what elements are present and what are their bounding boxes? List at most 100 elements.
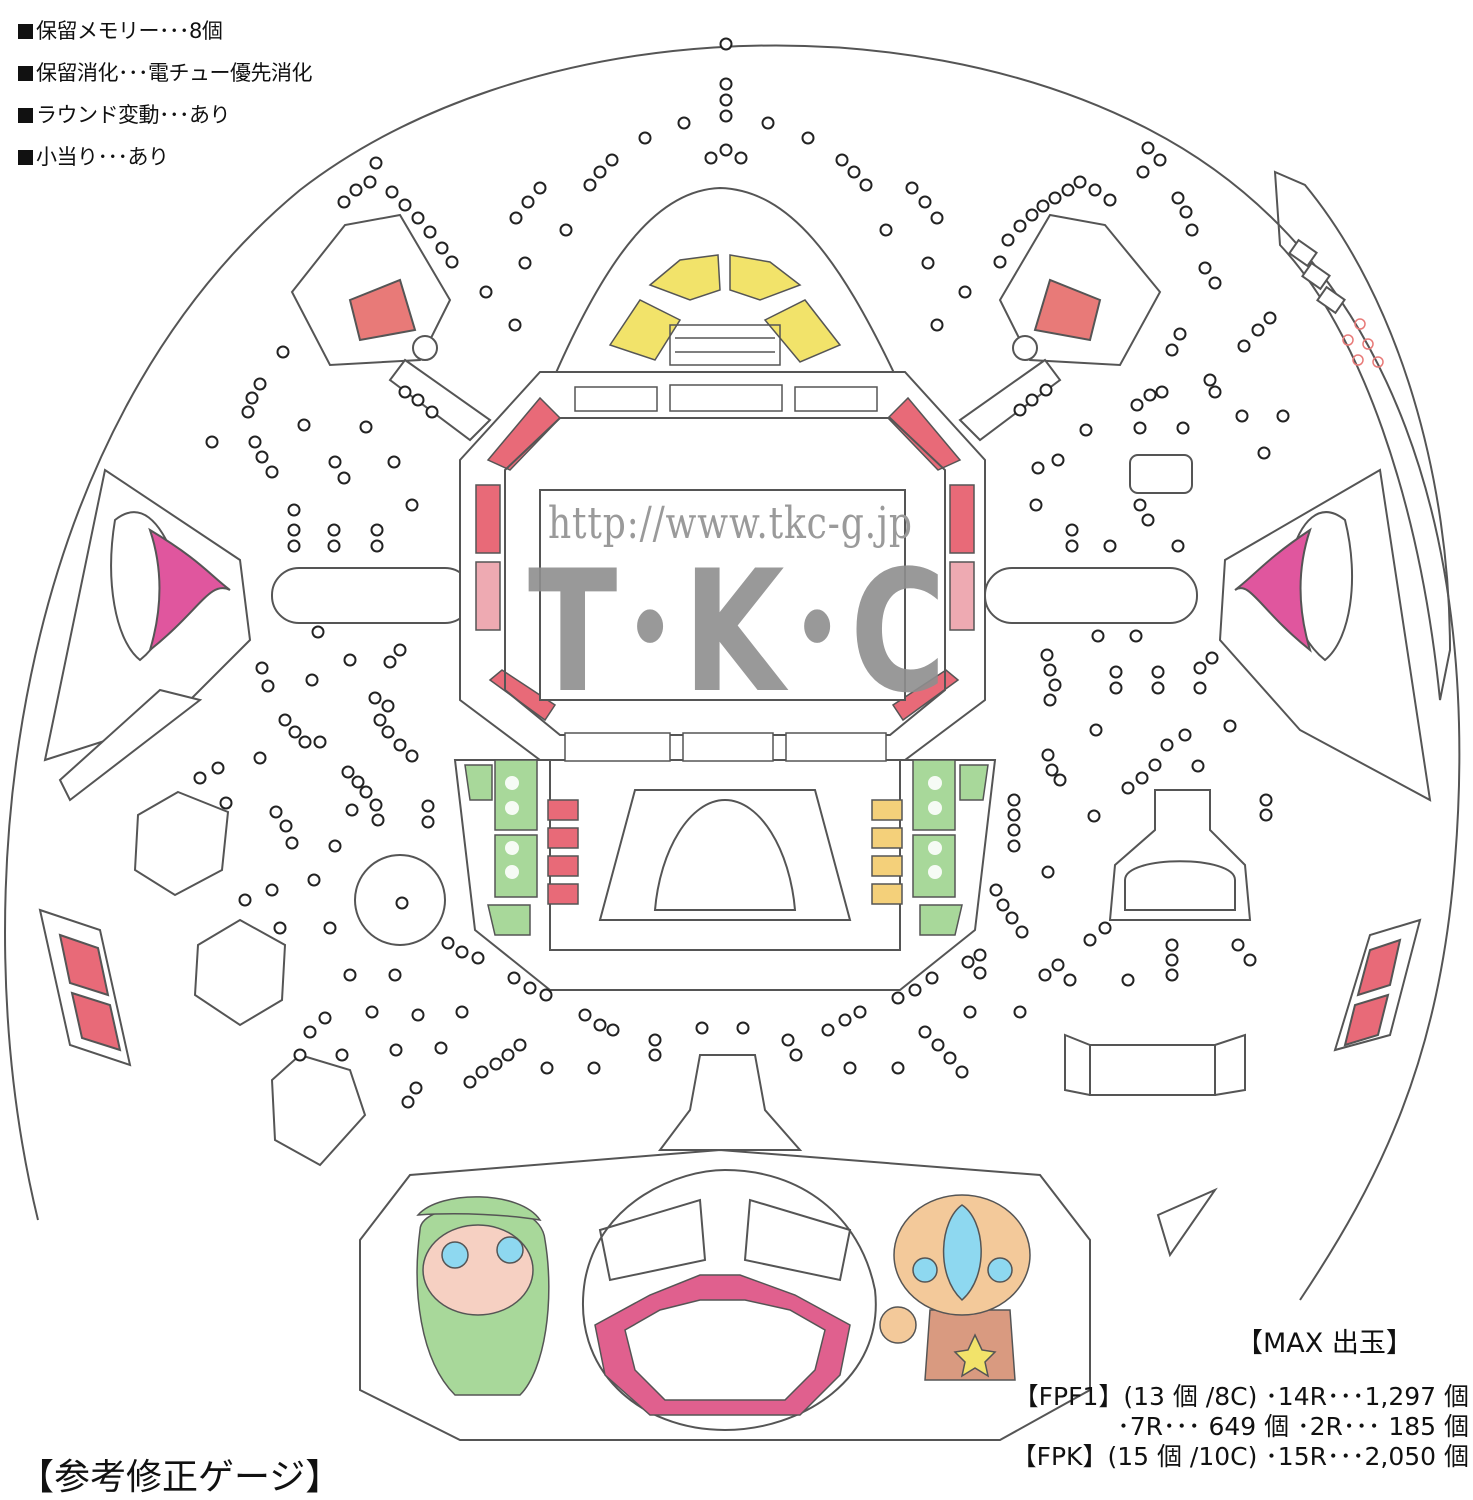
- nail-pin: [1007, 823, 1021, 837]
- stage-side-lamps: [547, 799, 903, 905]
- nail-pin: [1193, 661, 1207, 675]
- lcd-bezel: [504, 417, 946, 736]
- nail-pin: [961, 955, 975, 969]
- nail-pin: [298, 735, 312, 749]
- nail-pin: [455, 1005, 469, 1019]
- nail-pin: [508, 318, 522, 332]
- nail-pin: [719, 143, 733, 157]
- nail-pin: [996, 898, 1010, 912]
- nail-pin: [1063, 973, 1077, 987]
- nail-pin: [719, 93, 733, 107]
- nail-pin: [1133, 421, 1147, 435]
- nail-pin: [211, 761, 225, 775]
- nail-pin: [363, 175, 377, 189]
- nail-pin: [297, 418, 311, 432]
- orange-character: [879, 1194, 1031, 1381]
- nail-pin: [989, 883, 1003, 897]
- nail-pin: [1109, 681, 1123, 695]
- nail-pin: [1109, 665, 1123, 679]
- nail-pin: [1065, 523, 1079, 537]
- nail-pin: [1151, 665, 1165, 679]
- nail-pin: [1198, 261, 1212, 275]
- nail-pin: [931, 1038, 945, 1052]
- nail-pin: [303, 1025, 317, 1039]
- nail-pin: [313, 735, 327, 749]
- nail-pin: [381, 699, 395, 713]
- nail-pin: [370, 523, 384, 537]
- nail-pin: [1133, 498, 1147, 512]
- nail-pin: [345, 803, 359, 817]
- nail-pin: [1051, 958, 1065, 972]
- nail-pin: [513, 1038, 527, 1052]
- nail-pin: [1191, 759, 1205, 773]
- stage-arch: [598, 789, 852, 921]
- nail-pin: [781, 1033, 795, 1047]
- nail-pin: [279, 819, 293, 833]
- nail-pin: [559, 223, 573, 237]
- nail-pin: [1007, 808, 1021, 822]
- nail-pin: [1259, 793, 1273, 807]
- nail-pin: [539, 988, 553, 1002]
- nail-pin: [891, 1061, 905, 1075]
- nail-pin: [265, 465, 279, 479]
- nail-pin: [955, 1065, 969, 1079]
- nail-pin: [1223, 719, 1237, 733]
- right-bar: [984, 567, 1198, 624]
- nail-pin: [958, 285, 972, 299]
- nail-pin: [293, 1048, 307, 1062]
- right-start-device: [1064, 454, 1252, 1258]
- nail-pin: [853, 1005, 867, 1019]
- lcd-screen: [539, 489, 906, 701]
- nail-pin: [1208, 385, 1222, 399]
- gauge-section-title: 【参考修正ゲージ】: [18, 1457, 342, 1498]
- nail-pin: [963, 1005, 977, 1019]
- nail-pin: [434, 1041, 448, 1055]
- nail-pin: [359, 420, 373, 434]
- nail-pin: [1007, 793, 1021, 807]
- nail-pin: [521, 195, 535, 209]
- nail-pin: [1051, 453, 1065, 467]
- nail-pin: [401, 1095, 415, 1109]
- nail-pin: [398, 385, 412, 399]
- nail-pin: [369, 798, 383, 812]
- nail-pin: [327, 539, 341, 553]
- frame-top-slots: [574, 384, 878, 412]
- nail-pin: [1041, 865, 1055, 879]
- nail-pin: [918, 195, 932, 209]
- nail-pin: [471, 951, 485, 965]
- nail-pin: [943, 1051, 957, 1065]
- nail-pin: [891, 991, 905, 1005]
- nail-pin: [288, 725, 302, 739]
- nail-pin: [1025, 208, 1039, 222]
- nail-pin: [1029, 498, 1043, 512]
- nail-pin: [1141, 141, 1155, 155]
- nail-pin: [523, 981, 537, 995]
- right-side-gadget: [1218, 468, 1432, 802]
- nail-pin: [1179, 205, 1193, 219]
- nail-pin: [1251, 323, 1265, 337]
- nail-pin: [1031, 461, 1045, 475]
- nail-pin: [318, 1011, 332, 1025]
- nail-pin: [921, 256, 935, 270]
- nail-pin: [287, 539, 301, 553]
- nail-pin: [328, 839, 342, 853]
- steering-wheel: [594, 1274, 851, 1416]
- nail-pin: [648, 1048, 662, 1062]
- nail-pin: [245, 391, 259, 405]
- nail-pin: [441, 936, 455, 950]
- nail-pin: [973, 966, 987, 980]
- nail-pin: [838, 1013, 852, 1027]
- nail-pin: [533, 181, 547, 195]
- nail-pin: [1083, 933, 1097, 947]
- nail-pin: [606, 1023, 620, 1037]
- nail-pin: [323, 921, 337, 935]
- nail-pin: [1143, 388, 1157, 402]
- nail-pin: [879, 223, 893, 237]
- nail-pin: [734, 151, 748, 165]
- nail-pin: [1040, 648, 1054, 662]
- payout-row-fpf1-extra: ･7R･･･ 649 個 ･2R･･･ 185 個: [1117, 1412, 1469, 1441]
- nail-pin: [261, 679, 275, 693]
- nail-pin: [1243, 953, 1257, 967]
- nail-pin: [1038, 968, 1052, 982]
- nail-pin: [1178, 728, 1192, 742]
